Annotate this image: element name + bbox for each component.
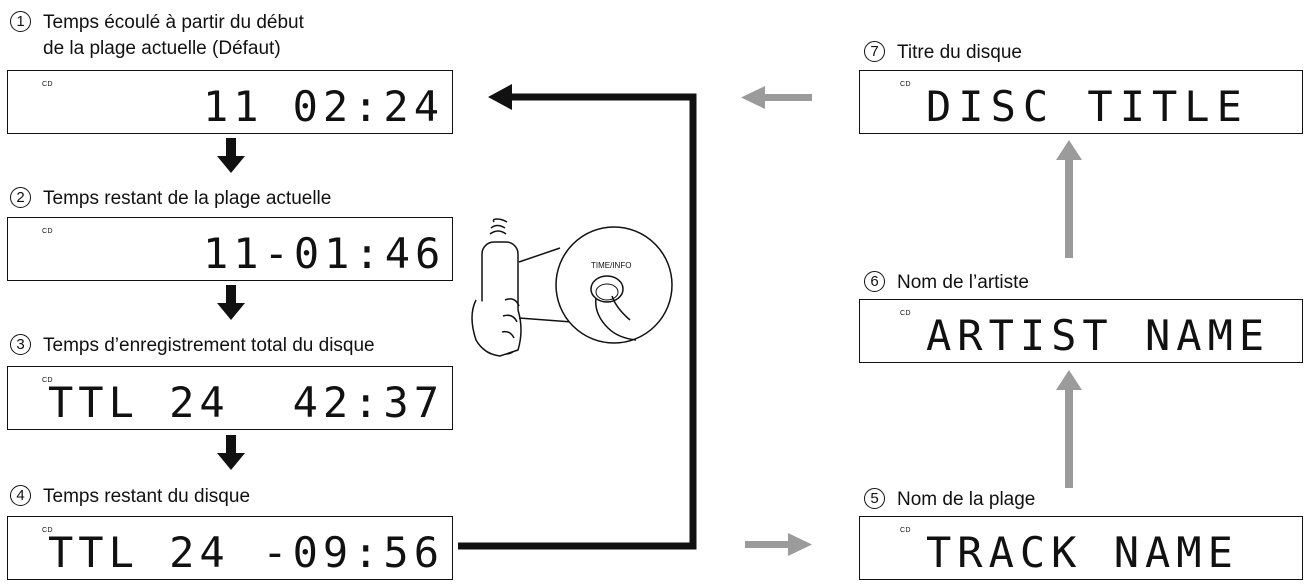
up-arrow-icon — [1056, 140, 1082, 258]
display-track-name: CD TRACK NAME — [859, 516, 1303, 580]
lcd-time: -01:46 — [263, 229, 446, 278]
cd-indicator: CD — [42, 377, 54, 384]
step-3-label: 3 Temps d’enregistrement total du disque — [10, 333, 375, 359]
lcd-track-number: 11 — [203, 229, 264, 278]
step-2-number: 2 — [10, 187, 31, 208]
down-arrow-icon — [217, 285, 245, 320]
cd-indicator: CD — [42, 228, 54, 235]
display-remaining-track: CD 11 -01:46 — [7, 217, 453, 281]
step-4-label-text: Temps restant du disque — [43, 486, 251, 507]
time-info-button-zoom: TIME/INFO — [555, 226, 673, 344]
left-arrow-icon — [741, 86, 812, 109]
step-4-label: 4 Temps restant du disque — [10, 484, 250, 510]
lcd-artist-name: ARTIST NAME — [926, 311, 1271, 360]
step-6-label-text: Nom de l’artiste — [897, 272, 1029, 293]
down-arrow-icon — [217, 138, 245, 173]
cd-indicator: CD — [42, 81, 54, 88]
display-total-disc: CD TTL 24 42:37 — [7, 366, 453, 430]
display-artist-name: CD ARTIST NAME — [859, 299, 1303, 363]
step-7-label-text: Titre du disque — [897, 42, 1022, 63]
lcd-time: 42:37 — [292, 378, 444, 427]
lcd-total-tracks: TTL 24 — [48, 378, 230, 427]
step-7-label: 7 Titre du disque — [864, 40, 1022, 66]
step-2-label: 2 Temps restant de la plage actuelle — [10, 186, 331, 212]
step-6-label: 6 Nom de l’artiste — [864, 270, 1029, 296]
display-disc-title: CD DISC TITLE — [859, 70, 1303, 134]
cd-indicator: CD — [42, 527, 54, 534]
cd-indicator: CD — [900, 81, 912, 88]
loop-back-arrow — [458, 84, 697, 550]
lcd-time: -09:56 — [262, 528, 444, 577]
lcd-time: 02:24 — [292, 82, 444, 131]
step-5-label: 5 Nom de la plage — [864, 487, 1035, 513]
lcd-track-number: 11 — [203, 82, 264, 131]
step-2-label-text: Temps restant de la plage actuelle — [43, 188, 332, 209]
display-elapsed-track: CD 11 02:24 — [7, 70, 453, 134]
lcd-total-tracks: TTL 24 — [48, 528, 230, 577]
step-3-number: 3 — [10, 334, 31, 355]
cd-indicator: CD — [900, 527, 912, 534]
step-1-label-line2: de la plage actuelle (Défaut) — [43, 38, 281, 59]
step-5-number: 5 — [864, 488, 885, 509]
up-arrow-icon — [1056, 370, 1082, 488]
step-5-label-text: Nom de la plage — [897, 489, 1036, 510]
step-1-label: 1 Temps écoulé à partir du début de la p… — [10, 10, 304, 62]
time-info-button-label: TIME/INFO — [591, 261, 631, 270]
step-4-number: 4 — [10, 485, 31, 506]
cd-indicator: CD — [900, 310, 912, 317]
right-arrow-icon — [745, 533, 812, 556]
remote-control-icon — [471, 218, 573, 357]
step-7-number: 7 — [864, 41, 885, 62]
display-remaining-disc: CD TTL 24 -09:56 — [7, 516, 453, 580]
lcd-disc-title: DISC TITLE — [926, 82, 1249, 131]
lcd-track-name: TRACK NAME — [926, 528, 1239, 577]
step-3-label-text: Temps d’enregistrement total du disque — [43, 335, 375, 356]
step-1-label-line1: Temps écoulé à partir du début — [43, 12, 304, 33]
down-arrow-icon — [217, 435, 245, 470]
step-6-number: 6 — [864, 271, 885, 292]
step-1-number: 1 — [10, 11, 31, 32]
